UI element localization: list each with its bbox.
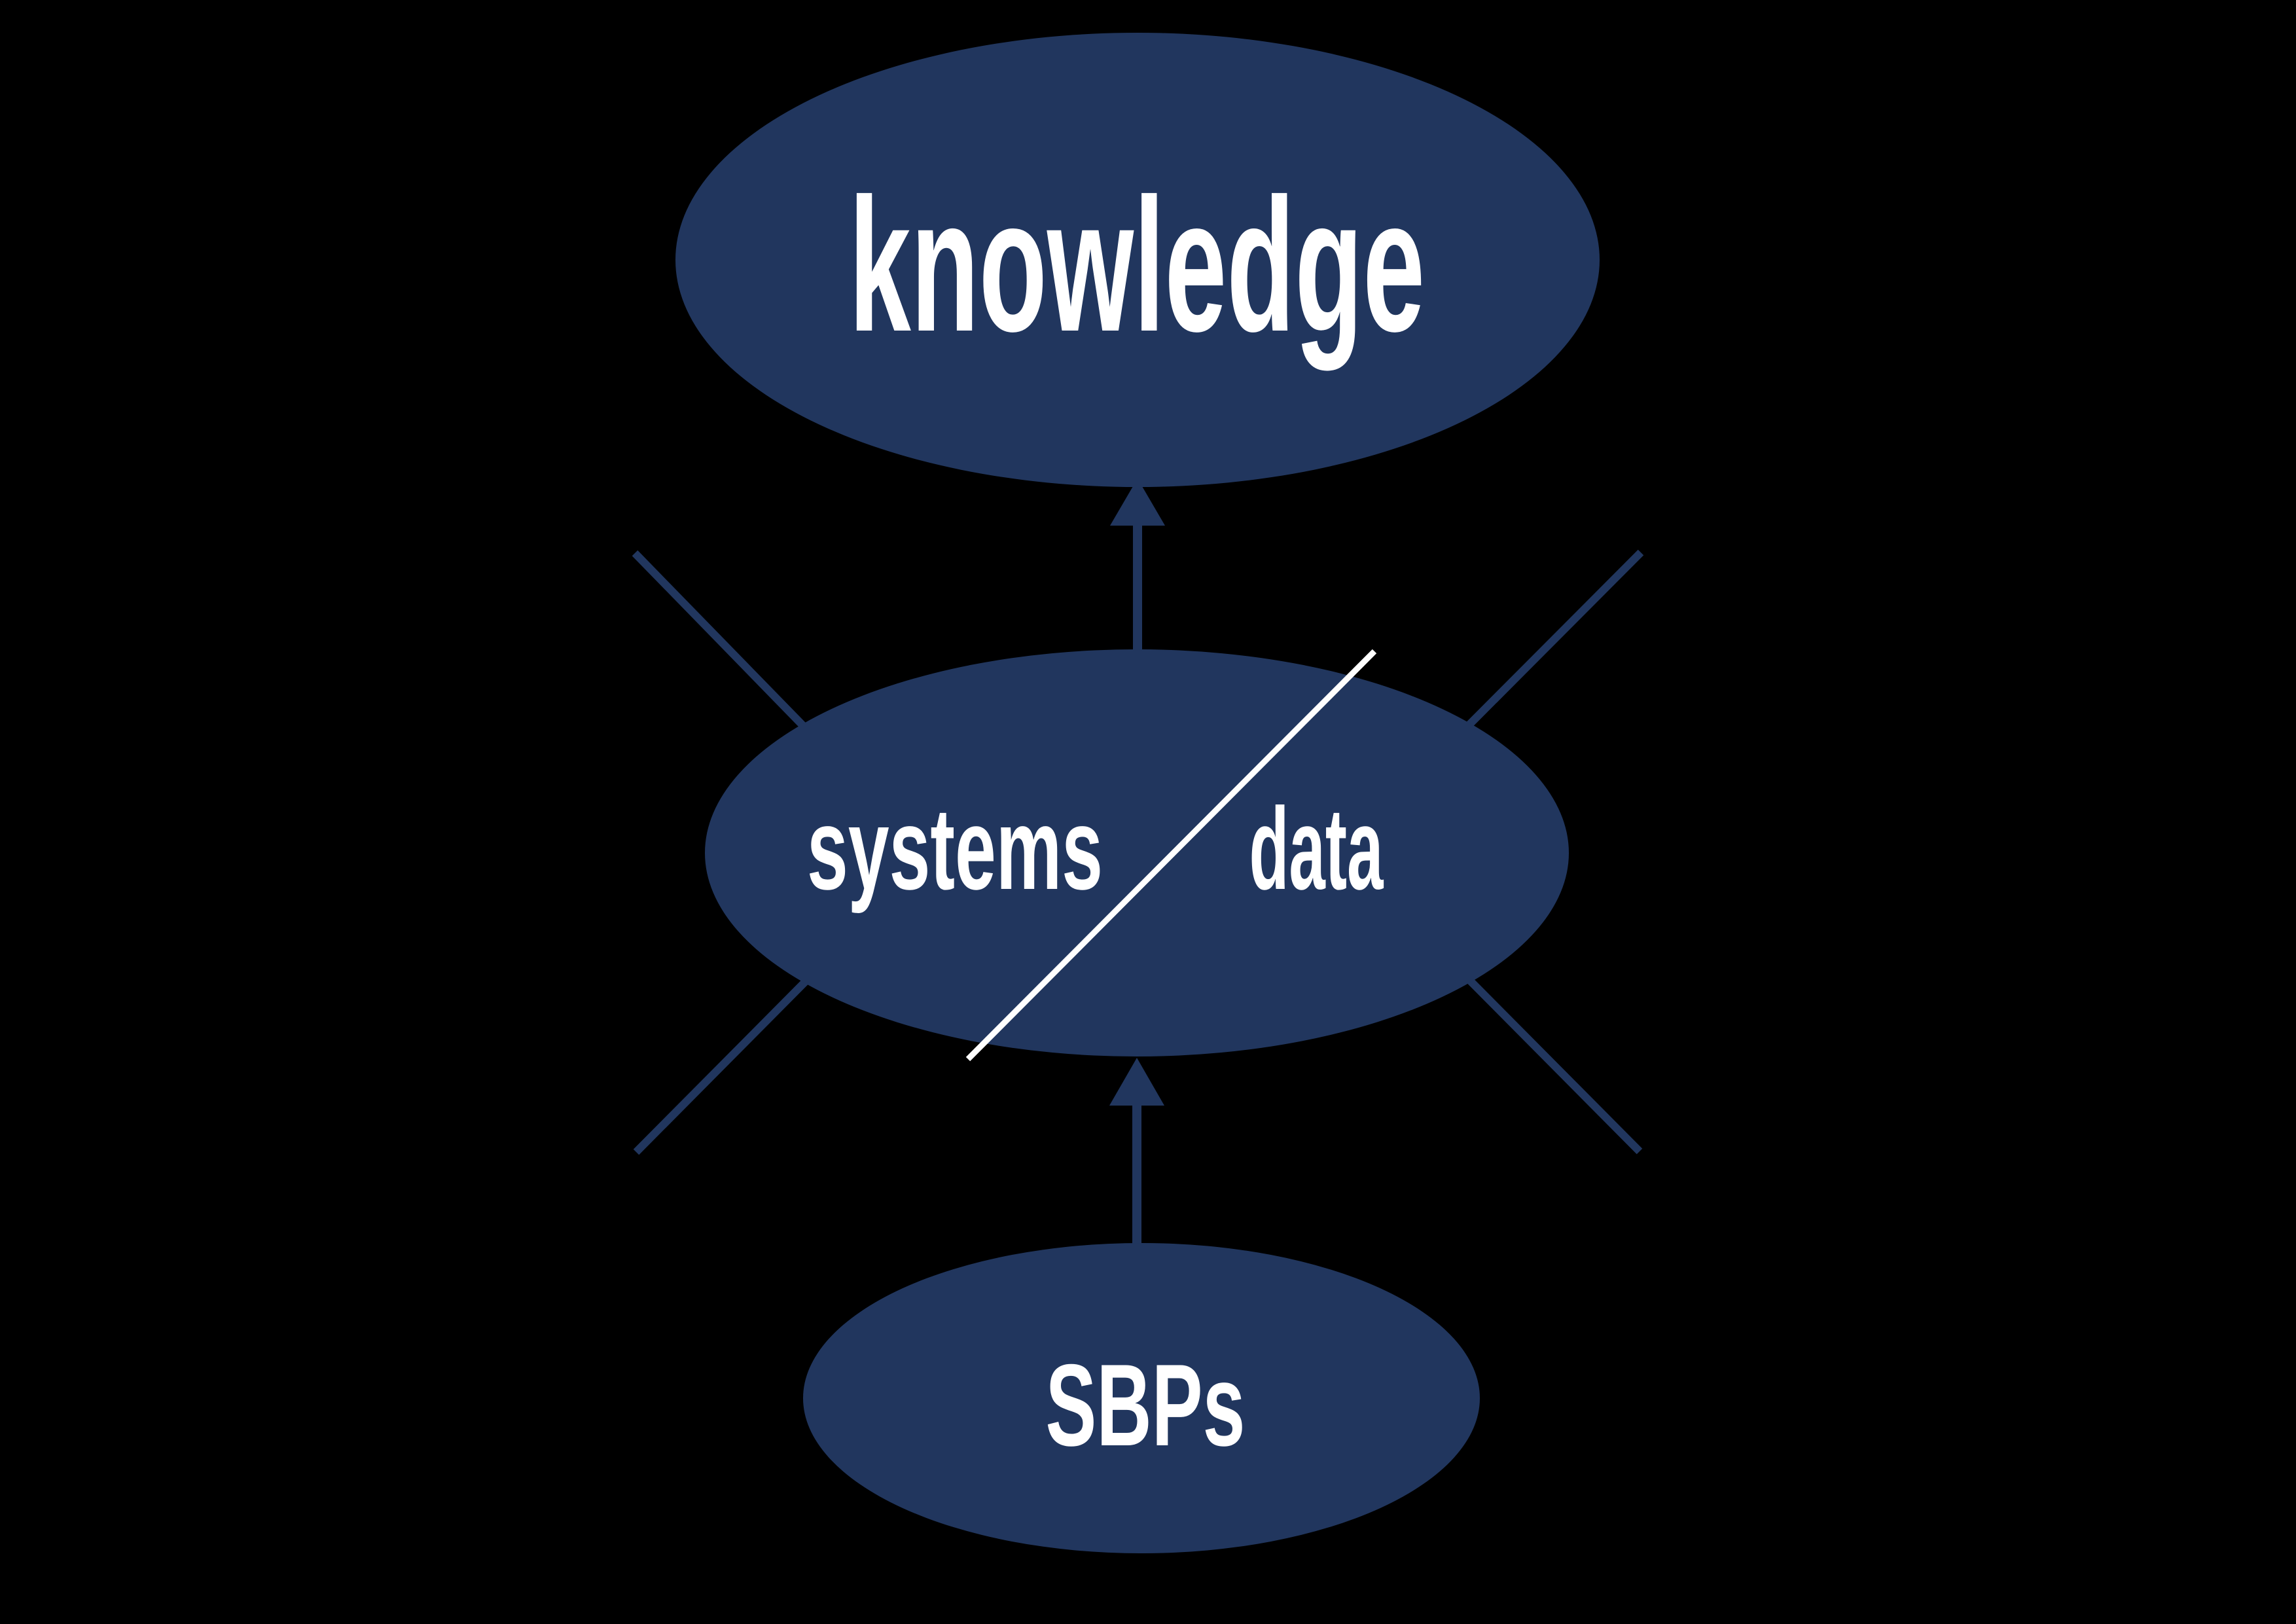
up-arrow-sbps-to-middle — [1109, 1058, 1164, 1254]
up-arrow-middle-to-knowledge — [1110, 478, 1165, 658]
arrowhead-up-icon — [1109, 1058, 1164, 1106]
systems-label: systems — [807, 784, 1103, 914]
data-label: data — [1249, 784, 1384, 914]
systems-data-ellipse — [705, 649, 1569, 1056]
knowledge-label: knowledge — [849, 159, 1425, 372]
ray-top-right-line — [1460, 549, 1644, 734]
ray-top-left-line — [632, 550, 815, 738]
sbps-ellipse — [803, 1243, 1480, 1553]
knowledge-ellipse — [675, 33, 1600, 487]
slash-divider-line — [965, 649, 1377, 1062]
ray-bottom-right-line — [1461, 971, 1643, 1155]
ray-bottom-left-line — [633, 972, 815, 1155]
sbps-label: SBPs — [1046, 1340, 1246, 1470]
arrowhead-up-icon — [1110, 478, 1165, 526]
radiating-lines — [632, 549, 1644, 1155]
